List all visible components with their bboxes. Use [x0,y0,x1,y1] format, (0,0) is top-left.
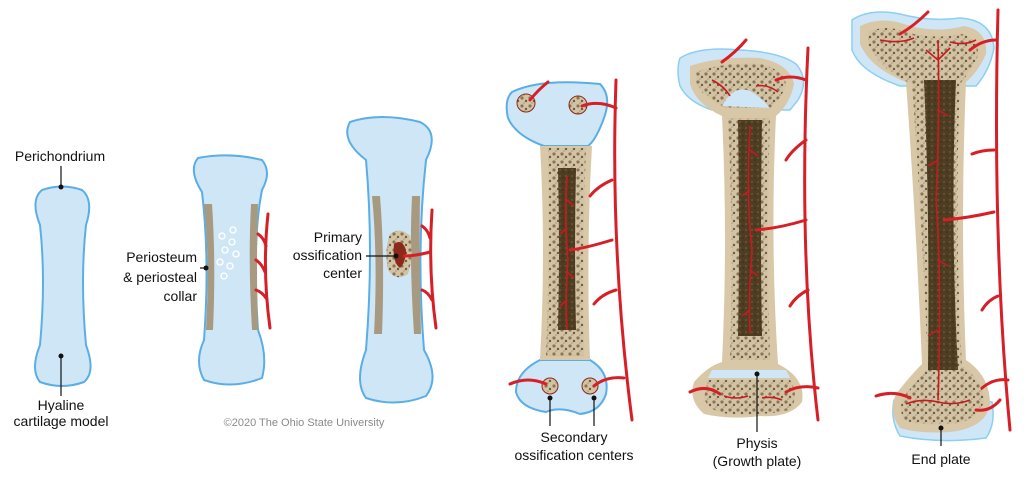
secondary-centers-4 [516,93,599,395]
label-physis-line2: (Growth plate) [713,453,802,469]
marrow-vessel-6 [879,37,977,405]
label-perichondrium: Perichondrium [15,148,105,164]
periosteal-collar-left [204,204,215,330]
stage-5-physis: Physis (Growth plate) [677,38,820,469]
primary-collar-left [372,196,384,334]
label-primary-line3: center [323,265,362,281]
label-hyaline-line2: cartilage model [14,413,109,429]
physis-top-plate-5 [722,89,770,108]
stage-3-primary-ossification: Primary ossification center ©2020 The Oh… [224,116,438,429]
stage-4-secondary-ossification: Secondary ossification centers [505,78,634,463]
blood-vessel-stage-3 [402,208,438,330]
label-physis-line1: Physis [736,435,777,451]
label-periosteum-line1: Periosteum [126,249,197,265]
epiphysis-bottom-cartilage-4 [514,359,608,416]
label-secondary-line1: Secondary [541,429,608,445]
physis-bottom-plate-5 [708,370,790,378]
epiphysis-bottom-5 [704,380,795,415]
blood-vessels-stage-5 [688,38,820,422]
primary-collar-right [410,196,421,334]
stage-1-cartilage-model: Perichondrium Hyaline cartilage model [14,148,109,429]
label-secondary-line2: ossification centers [514,447,633,463]
stage-2-periosteal-collar: Periosteum & periosteal collar [123,154,272,386]
label-primary-line2: ossification [293,247,362,263]
blood-vessel-stage-2 [254,212,272,330]
copyright-notice: ©2020 The Ohio State University [224,417,385,429]
cartilage-bone-1 [34,185,92,387]
label-periosteum-line2: & periosteal [123,269,197,285]
marrow-6 [924,80,958,370]
marrow-vessel-5 [711,79,783,401]
primary-center-core [393,242,406,268]
blood-vessels-stage-4 [508,78,634,422]
hypertrophic-chondrocytes [216,226,240,280]
label-hyaline-line1: Hyaline [38,397,85,413]
blood-vessels-stage-6 [874,8,1012,432]
periosteal-collar-right [249,204,258,330]
stage-6-end-plate: End plate [851,8,1012,467]
label-periosteum-line3: collar [164,288,198,304]
label-endplate: End plate [911,451,970,467]
epiphysis-top-5 [696,63,786,108]
marrow-vessel-4 [559,175,575,331]
label-primary-line1: Primary [314,229,362,245]
epiphysis-top-cartilage-4 [505,81,609,147]
